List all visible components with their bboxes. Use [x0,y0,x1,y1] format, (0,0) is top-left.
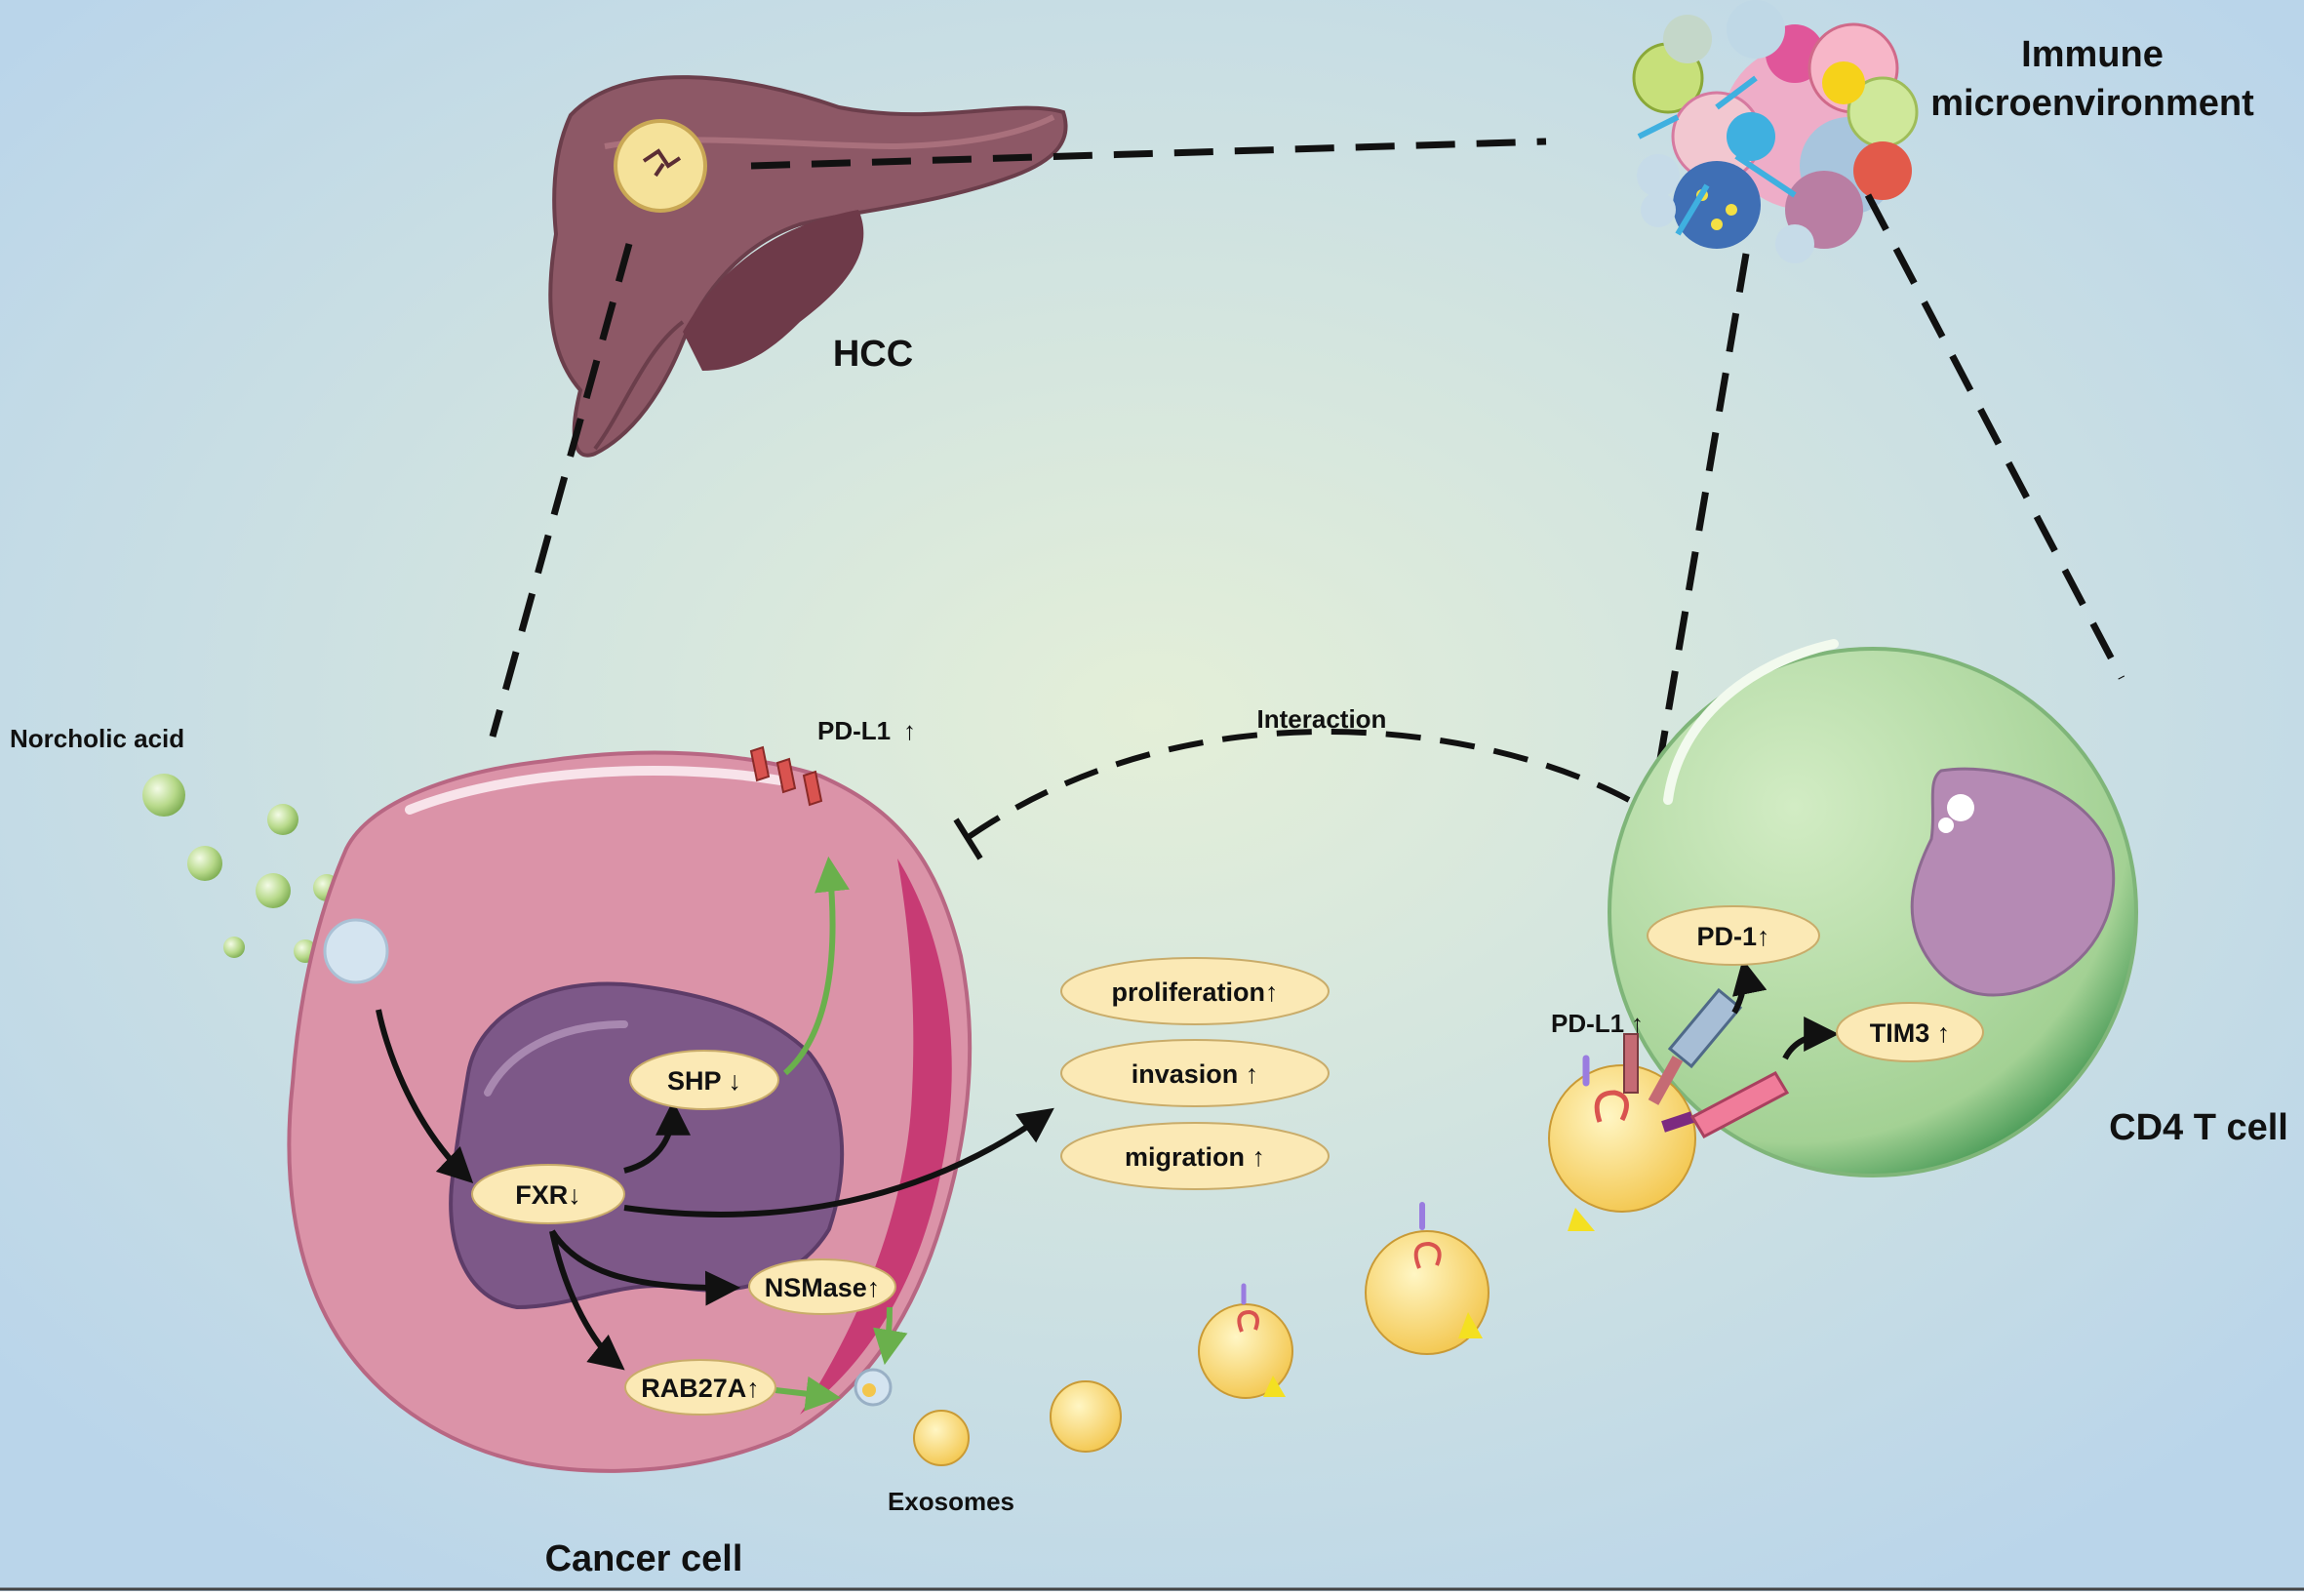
interaction-label: Interaction [1257,704,1387,734]
svg-text:PD-1↑: PD-1↑ [1696,922,1769,951]
pdl1-right-label: PD-L1 [1551,1009,1624,1038]
migration-pill: migration ↑ [1060,1122,1330,1190]
norcholic-acid-bubbles [142,774,397,1050]
interaction-arc [964,729,1631,842]
membrane-pit [323,918,389,984]
norcholic-acid-label: Norcholic acid [10,724,184,753]
proliferation-pill: proliferation↑ [1060,957,1330,1025]
svg-text:migration ↑: migration ↑ [1125,1142,1265,1172]
liver-illustration [548,75,1068,458]
pdl1-receptors-cancer [749,745,823,807]
nucleus [449,981,845,1310]
svg-text:NSMase↑: NSMase↑ [765,1273,881,1302]
shp-pill: SHP ↓ [629,1050,779,1110]
svg-text:RAB27A↑: RAB27A↑ [641,1374,760,1403]
cancer-cell-label: Cancer cell [545,1538,743,1579]
pd1-pill: PD-1↑ [1647,905,1820,966]
svg-text:FXR↓: FXR↓ [515,1180,581,1210]
tim3-pill: TIM3 ↑ [1836,1002,1984,1062]
svg-text:TIM3 ↑: TIM3 ↑ [1870,1018,1951,1048]
dashed-connectors [489,138,2125,772]
inhibition-bar [953,818,983,860]
svg-text:SHP ↓: SHP ↓ [667,1066,741,1096]
svg-text:invasion ↑: invasion ↑ [1132,1059,1259,1089]
tcell-nucleus [1910,767,2116,997]
nsmase-pill: NSMase↑ [748,1258,896,1315]
exosome-trail [913,1202,1490,1466]
svg-text:proliferation↑: proliferation↑ [1111,978,1278,1007]
hcc-label: HCC [833,334,913,375]
pathway-arrows [376,856,1054,1412]
immune-cell-cluster [1632,0,1919,263]
pdl1-right-up-arrow: ↑ [1631,1009,1644,1038]
pdl1-top-label: PD-L1 [817,716,891,745]
cd4-t-cell [1608,639,2138,1177]
receptor-interaction [1548,987,1790,1231]
rab27a-pill: RAB27A↑ [624,1359,776,1416]
pdl1-top-up-arrow: ↑ [903,716,916,745]
invasion-pill: invasion ↑ [1060,1039,1330,1107]
immune-label-line1: Immune [2021,34,2164,75]
fxr-pill: FXR↓ [471,1164,625,1224]
cd4-t-cell-label: CD4 T cell [2109,1107,2288,1148]
exosomes-label: Exosomes [888,1487,1014,1516]
tcell-arrows [1731,958,1840,1060]
immune-label-line2: microenvironment [1930,83,2254,124]
